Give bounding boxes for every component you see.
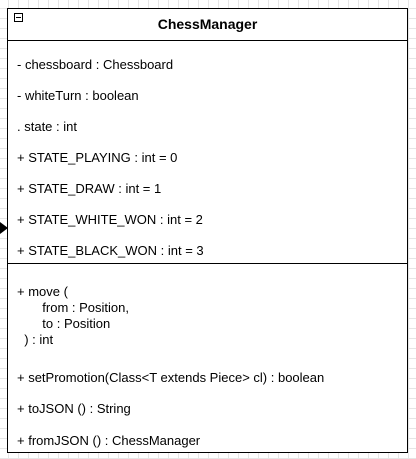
operations-compartment[interactable]: + move ( from : Position, to : Position … xyxy=(8,264,407,452)
class-header: ChessManager xyxy=(8,9,407,41)
operation-from-json: + fromJSON () : ChessManager xyxy=(17,433,201,448)
attributes-compartment[interactable]: - chessboard : Chessboard - whiteTurn : … xyxy=(8,41,407,264)
attribute-state: . state : int xyxy=(17,119,77,134)
arrowhead-icon xyxy=(0,222,8,234)
class-name: ChessManager xyxy=(157,16,258,32)
collapse-icon[interactable] xyxy=(14,13,23,22)
attribute-state-black-won: + STATE_BLACK_WON : int = 3 xyxy=(17,243,204,258)
operation-move: + move ( from : Position, to : Position … xyxy=(17,284,129,347)
attribute-state-white-won: + STATE_WHITE_WON : int = 2 xyxy=(17,212,203,227)
attribute-chessboard: - chessboard : Chessboard xyxy=(17,57,174,72)
attribute-white-turn: - whiteTurn : boolean xyxy=(17,88,139,103)
operation-to-json: + toJSON () : String xyxy=(17,401,131,416)
uml-class-box[interactable]: ChessManager - chessboard : Chessboard -… xyxy=(7,8,408,453)
attribute-state-playing: + STATE_PLAYING : int = 0 xyxy=(17,150,178,165)
attribute-state-draw: + STATE_DRAW : int = 1 xyxy=(17,181,162,196)
operation-set-promotion: + setPromotion(Class<T extends Piece> cl… xyxy=(17,370,325,385)
